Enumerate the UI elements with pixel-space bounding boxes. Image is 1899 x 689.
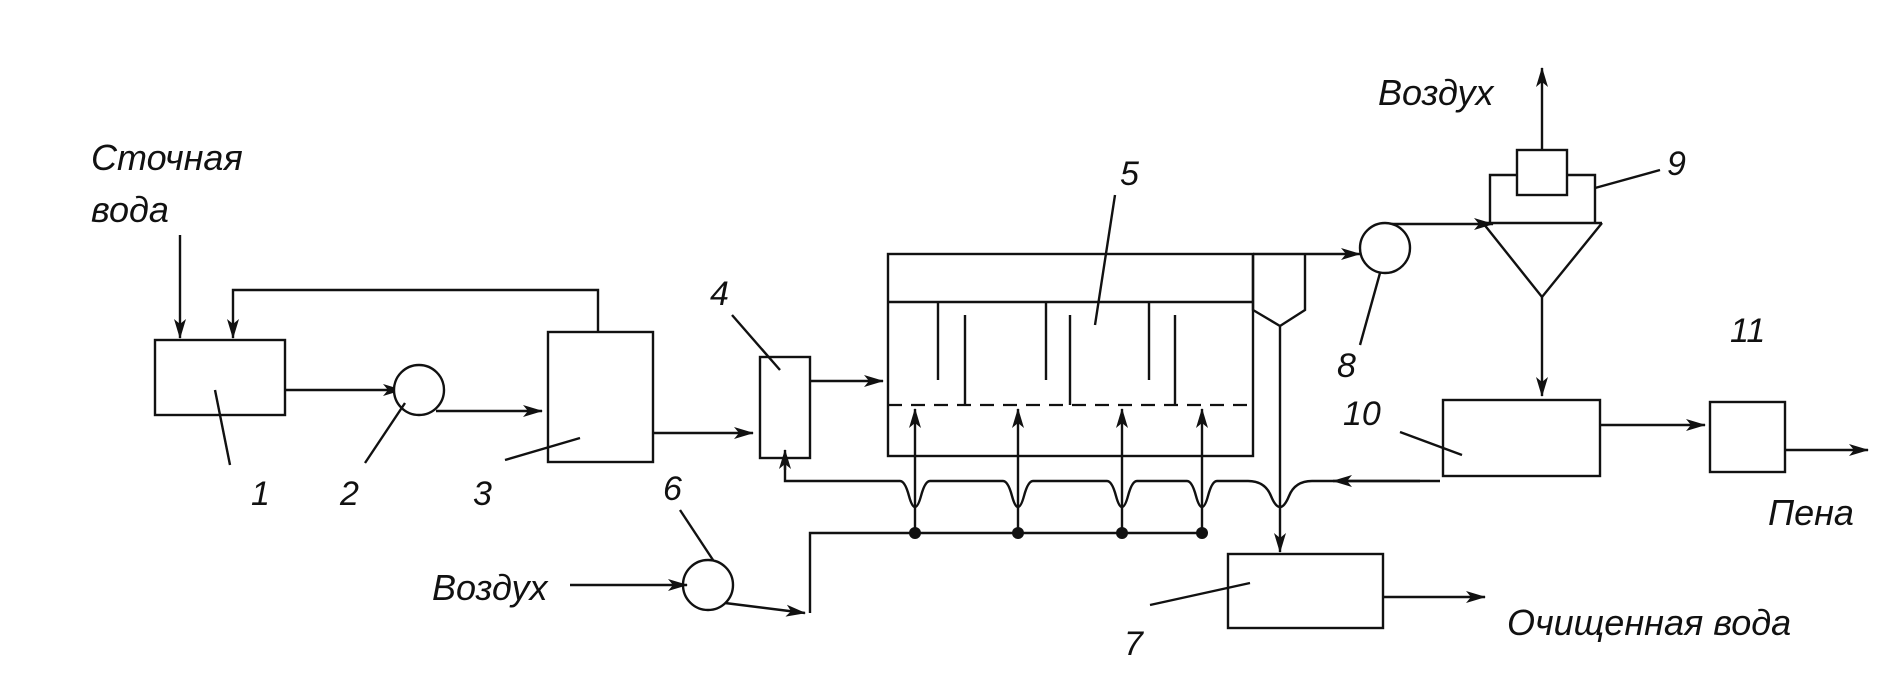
- number-6: 6: [663, 470, 682, 508]
- number-10: 10: [1343, 395, 1381, 433]
- unit-11-tank: [1708, 400, 1787, 474]
- number-4: 4: [710, 275, 729, 313]
- pump-8: [1358, 221, 1412, 275]
- number-8: 8: [1337, 347, 1356, 385]
- clean-water-label: Очищенная вода: [1507, 602, 1791, 643]
- pump-8-leader: [1358, 272, 1382, 346]
- unit-9-cone: [1482, 222, 1603, 299]
- junction-dot: [1196, 527, 1208, 539]
- air-left-label: Воздух: [432, 567, 549, 608]
- unit-9-hood: [1488, 173, 1517, 223]
- unit-1-leader: [213, 389, 232, 466]
- wastewater-label-line2: вода: [91, 189, 169, 230]
- number-9: 9: [1667, 145, 1686, 183]
- unit-5-leader: [1093, 194, 1117, 326]
- number-7: 7: [1124, 625, 1144, 663]
- unit-10-leader: [1399, 430, 1463, 457]
- unit-9-hood: [1567, 173, 1597, 223]
- unit-1-tank: [153, 338, 287, 417]
- pump-2: [392, 363, 446, 417]
- junction-dot: [909, 527, 921, 539]
- pump-2-leader: [364, 402, 406, 464]
- unit-9-top-box: [1515, 148, 1569, 197]
- unit-4-leader: [731, 314, 781, 371]
- unit-3-leader: [504, 436, 581, 462]
- air-top-label: Воздух: [1378, 72, 1495, 113]
- unit-7-tank: [1226, 552, 1385, 630]
- number-2: 2: [339, 475, 359, 513]
- pump-6-leader: [678, 509, 715, 561]
- air-header: [808, 531, 1202, 613]
- number-3: 3: [473, 475, 492, 513]
- unit-4-saturator: [758, 355, 812, 460]
- number-11: 11: [1730, 312, 1765, 350]
- number-1: 1: [251, 475, 270, 513]
- unit-9-leader: [1594, 168, 1661, 190]
- wastewater-label-line1: Сточная: [91, 137, 243, 178]
- return-line-3-to-1: [227, 288, 600, 339]
- number-5: 5: [1120, 155, 1139, 193]
- line-6-to-header: [724, 601, 806, 617]
- foam-label: Пена: [1768, 492, 1854, 533]
- unit-10-tank: [1441, 398, 1602, 478]
- unit-7-leader: [1149, 581, 1251, 607]
- junction-dot: [1012, 527, 1024, 539]
- junction-dot: [1116, 527, 1128, 539]
- unit-3-tank: [546, 330, 655, 464]
- foam-hopper: [1251, 254, 1307, 328]
- recycle-line-10-to-4: [783, 465, 1420, 509]
